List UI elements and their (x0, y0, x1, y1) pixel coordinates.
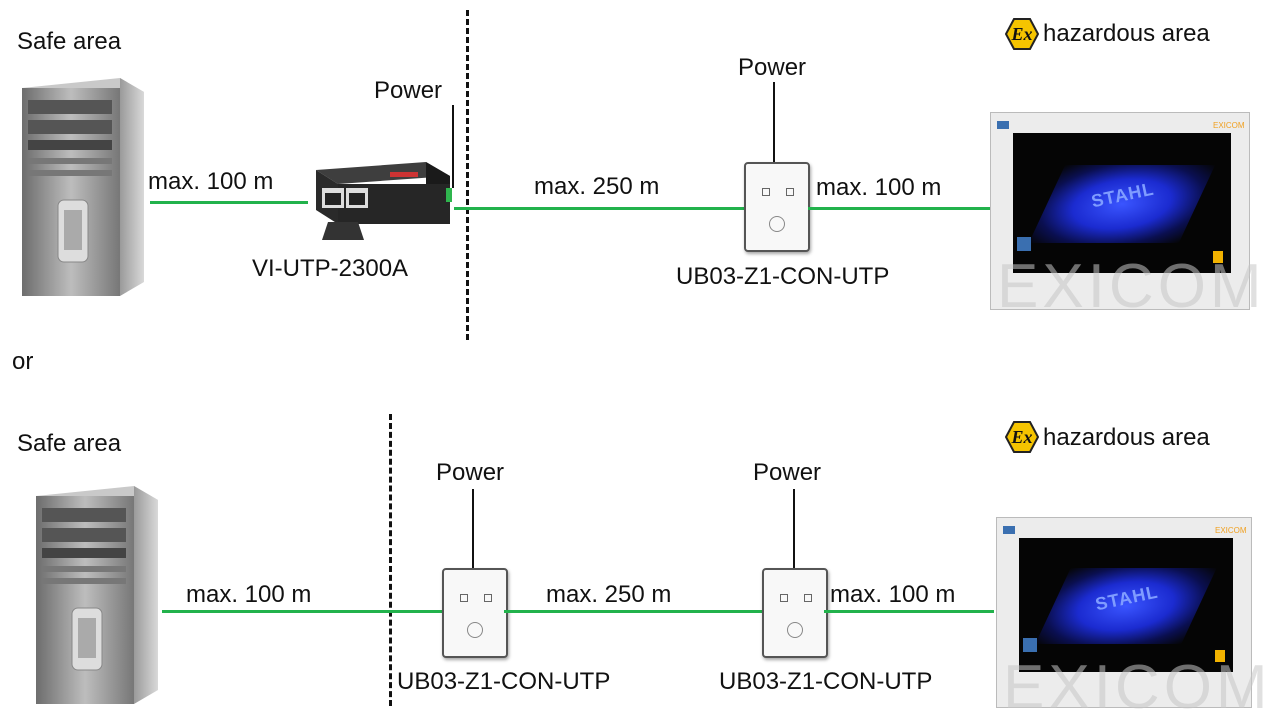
svg-text:Ex: Ex (1010, 24, 1032, 44)
wall-box-icon (442, 568, 508, 658)
ex-hazard-icon: Ex (1005, 17, 1039, 51)
power-label: Power (753, 461, 821, 485)
wall-box-icon (744, 162, 810, 252)
panel-pc-icon: EXICOM STAHL EXICOM (996, 517, 1252, 708)
hazardous-area-label: hazardous area (1043, 22, 1210, 46)
area-boundary-line (389, 414, 392, 706)
cable-ub-ub (504, 610, 762, 613)
length-label: max. 100 m (830, 583, 955, 607)
safe-area-label: Safe area (17, 30, 121, 54)
power-line (452, 105, 454, 188)
ub-model-label: UB03-Z1-CON-UTP (397, 670, 610, 694)
length-label: max. 100 m (186, 583, 311, 607)
wall-box-icon (762, 568, 828, 658)
panel-pc-icon: EXICOM STAHL EXICOM (990, 112, 1250, 310)
power-label: Power (738, 56, 806, 80)
length-label: max. 100 m (148, 170, 273, 194)
ex-hazard-icon: Ex (1005, 420, 1039, 454)
power-line (773, 82, 775, 162)
safe-area-label: Safe area (17, 432, 121, 456)
ub-model-label: UB03-Z1-CON-UTP (676, 265, 889, 289)
length-label: max. 250 m (534, 175, 659, 199)
cable-pc-ub (162, 610, 442, 613)
power-label: Power (436, 461, 504, 485)
pc-tower-icon (26, 478, 164, 706)
hazardous-area-label: hazardous area (1043, 426, 1210, 450)
cable-switch-ub (454, 207, 744, 210)
cable-ub-panel (808, 207, 990, 210)
length-label: max. 100 m (816, 176, 941, 200)
power-label: Power (374, 79, 442, 103)
pc-tower-icon (12, 70, 150, 298)
svg-text:Ex: Ex (1010, 427, 1032, 447)
ethernet-switch-icon (308, 160, 454, 244)
cable-ub-panel (824, 610, 994, 613)
power-line (793, 489, 795, 568)
separator-label: or (12, 350, 33, 374)
cable-pc-switch (150, 201, 308, 204)
length-label: max. 250 m (546, 583, 671, 607)
power-line (472, 489, 474, 568)
area-boundary-line (466, 10, 469, 340)
switch-model-label: VI-UTP-2300A (252, 257, 408, 281)
ub-model-label: UB03-Z1-CON-UTP (719, 670, 932, 694)
